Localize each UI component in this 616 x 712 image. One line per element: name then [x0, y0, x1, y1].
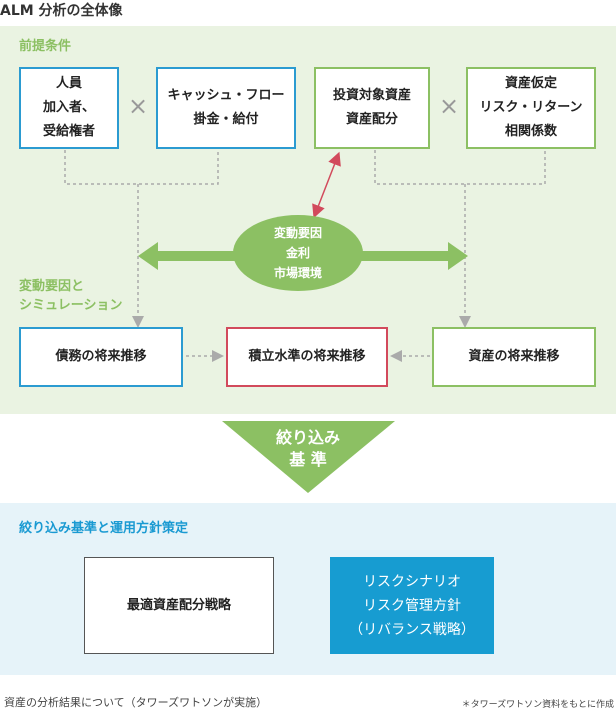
projection-asset-box: 資産の将来推移	[432, 327, 596, 387]
page-title: ALM 分析の全体像	[0, 3, 123, 19]
left-dashed-connector	[64, 150, 219, 322]
multiply-sign-1: ×	[128, 92, 149, 120]
footer-source: ＊タワーズワトソン資料をもとに作成	[461, 700, 614, 710]
funnel-label: 絞り込み 基 準	[275, 428, 340, 469]
premise-box-assumptions: 資産仮定 リスク・リターン 相関係数	[466, 67, 596, 149]
funnel-arrow	[222, 421, 395, 493]
premise-box-members: 人員 加入者、 受給権者	[19, 67, 119, 149]
premise-section-label: 前提条件	[19, 39, 72, 54]
allocation-link-arrow	[312, 151, 341, 219]
multiply-sign-2: ×	[439, 92, 460, 120]
strategy-section-label: 絞り込み基準と運用方針策定	[19, 521, 189, 536]
variables-ellipse: 変動要因 金利 市場環境	[233, 215, 363, 291]
premise-box-investment: 投資対象資産 資産配分	[314, 67, 430, 149]
simulation-section-label: 変動要因と シミュレーション	[19, 279, 123, 313]
projection-debt-box: 債務の将来推移	[19, 327, 183, 387]
footer-caption: 資産の分析結果について（タワーズワトソンが実施）	[4, 696, 268, 709]
right-dashed-connector	[374, 150, 546, 322]
optimal-allocation-box: 最適資産配分戦略	[84, 557, 274, 654]
premise-box-cashflow: キャッシュ・フロー 掛金・給付	[156, 67, 296, 149]
projection-funding-box: 積立水準の将来推移	[226, 327, 388, 387]
risk-management-box: リスクシナリオ リスク管理方針 （リバランス戦略）	[330, 557, 494, 654]
